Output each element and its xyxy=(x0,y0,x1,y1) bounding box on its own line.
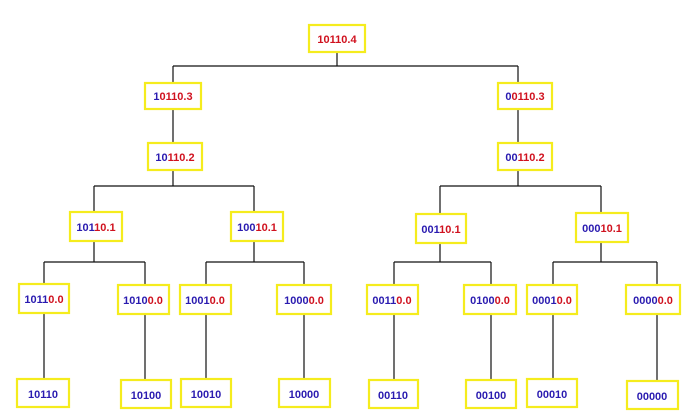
node-l3d-blue-digits: 000 xyxy=(582,223,600,235)
leaf-6-digits: 00100 xyxy=(476,390,507,402)
svg-text:00110.0: 00110.0 xyxy=(372,295,411,307)
leaf-4: 10000 xyxy=(277,377,332,409)
node-l1a-red-digits: 0110.3 xyxy=(160,91,193,103)
svg-text:10000.0: 10000.0 xyxy=(284,295,324,307)
node-l2a-red-digits: 110.2 xyxy=(168,152,195,164)
node-l4f-red-digits: 0.0 xyxy=(495,295,510,307)
svg-text:10110: 10110 xyxy=(28,389,58,401)
leaf-5-digits: 00110 xyxy=(378,390,408,402)
svg-text:00010.1: 00010.1 xyxy=(582,223,622,235)
node-level4-1: 10110.0 xyxy=(17,282,71,315)
leaf-2: 10100 xyxy=(119,378,173,410)
node-l1b-red-digits: 0110.3 xyxy=(512,91,545,103)
node-l3c-blue-digits: 001 xyxy=(421,224,439,236)
svg-text:10010: 10010 xyxy=(191,389,222,401)
svg-text:00110.1: 00110.1 xyxy=(421,224,460,236)
node-level3-4: 00010.1 xyxy=(574,211,630,244)
node-l4a-red-digits: 0.0 xyxy=(48,294,63,306)
leaf-5: 00110 xyxy=(367,378,420,410)
svg-text:00000: 00000 xyxy=(637,391,668,403)
node-l4c-blue-digits: 1001 xyxy=(185,295,209,307)
svg-text:00110.2: 00110.2 xyxy=(505,152,544,164)
node-l4a-blue-digits: 1011 xyxy=(24,294,48,306)
leaf-8-digits: 00000 xyxy=(637,391,668,403)
node-level4-3: 10010.0 xyxy=(178,283,233,316)
node-l3b-red-digits: 10.1 xyxy=(255,222,276,234)
node-l4e-blue-digits: 0011 xyxy=(372,295,396,307)
node-l3b-blue-digits: 100 xyxy=(237,222,255,234)
svg-text:10110.3: 10110.3 xyxy=(153,91,192,103)
svg-text:10010.0: 10010.0 xyxy=(185,295,225,307)
node-l4g-red-digits: 0.0 xyxy=(557,295,572,307)
leaf-7: 00010 xyxy=(525,377,579,409)
node-level4-7: 00010.0 xyxy=(525,283,579,316)
node-l3a-red-digits: 10.1 xyxy=(94,222,115,234)
svg-text:00010: 00010 xyxy=(537,389,568,401)
node-l4c-red-digits: 0.0 xyxy=(210,295,225,307)
node-l1a-blue-digits: 1 xyxy=(153,91,159,103)
node-level4-5: 00110.0 xyxy=(365,283,420,316)
node-root-red-digits: 10110.4 xyxy=(317,34,357,46)
node-level4-6: 01000.0 xyxy=(462,283,518,316)
node-level3-2: 10010.1 xyxy=(229,210,285,243)
node-level1-left: 10110.3 xyxy=(143,81,203,111)
svg-text:00010.0: 00010.0 xyxy=(532,295,572,307)
svg-text:10110.2: 10110.2 xyxy=(155,152,194,164)
node-root: 10110.4 xyxy=(307,23,367,54)
node-l4h-red-digits: 0.0 xyxy=(658,295,673,307)
svg-text:10110.1: 10110.1 xyxy=(76,222,115,234)
leaf-8: 00000 xyxy=(625,379,680,411)
leaf-3-digits: 10010 xyxy=(191,389,222,401)
node-l3a-blue-digits: 101 xyxy=(76,222,94,234)
node-level4-2: 10100.0 xyxy=(116,283,171,316)
tree-edges xyxy=(43,52,658,381)
leaf-2-digits: 10100 xyxy=(131,390,162,402)
leaf-1-digits: 10110 xyxy=(28,389,58,401)
svg-text:10110.4: 10110.4 xyxy=(317,34,357,46)
node-l4f-blue-digits: 0100 xyxy=(470,295,494,307)
svg-text:10100.0: 10100.0 xyxy=(123,295,163,307)
node-l4e-red-digits: 0.0 xyxy=(396,295,411,307)
node-l4h-blue-digits: 0000 xyxy=(633,295,657,307)
node-l4b-red-digits: 0.0 xyxy=(148,295,163,307)
node-l2b-blue-digits: 00 xyxy=(505,152,517,164)
svg-text:00100: 00100 xyxy=(476,390,507,402)
node-level4-8: 00000.0 xyxy=(624,283,682,316)
svg-text:10110.0: 10110.0 xyxy=(24,294,63,306)
node-l2b-red-digits: 110.2 xyxy=(518,152,545,164)
leaf-4-digits: 10000 xyxy=(289,389,320,401)
node-level1-right: 00110.3 xyxy=(496,81,554,111)
node-l2a-blue-digits: 10 xyxy=(155,152,167,164)
node-level3-1: 10110.1 xyxy=(68,210,124,243)
node-level3-3: 00110.1 xyxy=(414,212,468,245)
node-l4d-red-digits: 0.0 xyxy=(309,295,324,307)
node-l3c-red-digits: 10.1 xyxy=(439,224,460,236)
leaf-6: 00100 xyxy=(464,378,518,410)
svg-text:01000.0: 01000.0 xyxy=(470,295,510,307)
svg-text:00110: 00110 xyxy=(378,390,408,402)
leaf-7-digits: 00010 xyxy=(537,389,568,401)
leaf-1: 10110 xyxy=(15,377,71,409)
svg-text:10010.1: 10010.1 xyxy=(237,222,277,234)
node-level4-4: 10000.0 xyxy=(275,283,333,316)
node-l4g-blue-digits: 0001 xyxy=(532,295,556,307)
svg-text:00000.0: 00000.0 xyxy=(633,295,673,307)
leaf-3: 10010 xyxy=(179,377,233,409)
node-l1b-blue-digits: 0 xyxy=(505,91,511,103)
node-level2-left: 10110.2 xyxy=(146,141,204,172)
svg-text:10100: 10100 xyxy=(131,390,162,402)
node-l3d-red-digits: 10.1 xyxy=(600,223,621,235)
node-l4b-blue-digits: 1010 xyxy=(123,295,147,307)
node-level2-right: 00110.2 xyxy=(496,141,554,172)
svg-text:00110.3: 00110.3 xyxy=(505,91,544,103)
svg-text:10000: 10000 xyxy=(289,389,320,401)
node-l4d-blue-digits: 1000 xyxy=(284,295,308,307)
